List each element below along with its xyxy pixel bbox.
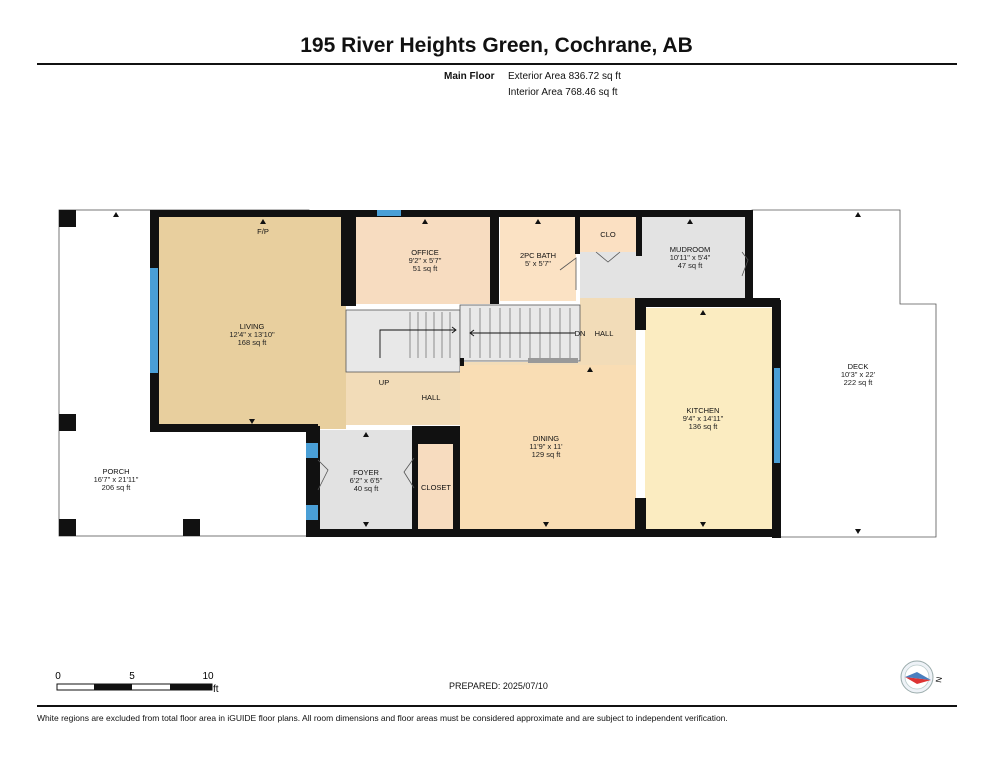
foyer-area: 40 sq ft: [354, 484, 380, 493]
kitchen-name: KITCHEN: [687, 406, 720, 415]
scale-tick-0: 0: [55, 671, 61, 682]
dining-area: 129 sq ft: [532, 450, 562, 459]
deck-dims: 10'3" x 22': [841, 370, 876, 379]
deck-name: DECK: [848, 362, 869, 371]
closet-room: [416, 443, 456, 529]
stair-arrows: [379, 326, 575, 358]
living-name: LIVING: [240, 322, 265, 331]
living-room: [158, 216, 346, 429]
hall-lower-name: HALL: [422, 393, 441, 402]
clo-room: [580, 216, 636, 252]
stairs-up-label: UP: [379, 378, 389, 387]
clo-name: CLO: [600, 230, 616, 239]
bath-dims: 5' x 5'7": [525, 259, 551, 268]
mudroom-area: 47 sq ft: [678, 261, 704, 270]
deck-area: 222 sq ft: [844, 378, 874, 387]
prepared-date: PREPARED: 2025/07/10: [449, 681, 548, 691]
bath-room: [500, 216, 576, 301]
foyer-room: [318, 430, 414, 529]
interior-area: Interior Area 768.46 sq ft: [508, 87, 618, 98]
footer-disclaimer: White regions are excluded from total fl…: [37, 713, 728, 723]
stairs-down-label: DN: [575, 329, 586, 338]
bath-name: 2PC BATH: [520, 251, 556, 260]
page-title: 195 River Heights Green, Cochrane, AB: [300, 34, 693, 57]
header-rule: [37, 63, 957, 65]
living-area: 168 sq ft: [238, 338, 268, 347]
porch-posts: [59, 210, 200, 536]
compass-letter: N: [934, 676, 944, 683]
fp-label: F/P: [257, 227, 269, 236]
porch-area: 206 sq ft: [102, 483, 132, 492]
exterior-area: Exterior Area 836.72 sq ft: [508, 71, 621, 82]
scale-unit: ft: [213, 684, 219, 695]
mudroom-room: [580, 216, 748, 298]
footer-rule: [37, 705, 957, 707]
office-room: [356, 216, 494, 304]
dining-dims: 11'9" x 11': [529, 442, 563, 451]
mudroom-dims: 10'11" x 5'4": [670, 253, 711, 262]
mudroom-name: MUDROOM: [670, 245, 710, 254]
foyer-dims: 6'2" x 6'5": [350, 476, 383, 485]
office-area: 51 sq ft: [413, 264, 439, 273]
porch-dims: 16'7" x 21'11": [94, 475, 139, 484]
kitchen-dims: 9'4" x 14'11": [683, 414, 724, 423]
scale-bar: 0 5 10 ft: [55, 671, 219, 695]
dining-name: DINING: [533, 434, 559, 443]
hall-upper-area: [580, 298, 636, 366]
kitchen-room: [645, 308, 775, 529]
stairs-left: [345, 309, 461, 373]
compass-icon: N: [900, 660, 944, 694]
dining-room: [460, 365, 636, 529]
kitchen-area: 136 sq ft: [689, 422, 719, 431]
office-dims: 9'2" x 5'7": [409, 256, 442, 265]
porch-name: PORCH: [102, 467, 129, 476]
floor-label: Main Floor: [444, 71, 495, 82]
stair-landing-rail: [528, 358, 578, 363]
scale-tick-10: 10: [202, 671, 214, 682]
scale-tick-5: 5: [129, 671, 135, 682]
doors: [317, 251, 749, 491]
foyer-name: FOYER: [353, 468, 379, 477]
windows: [150, 210, 780, 520]
office-name: OFFICE: [411, 248, 439, 257]
hall-upper-name: HALL: [595, 329, 614, 338]
dimension-arrows: [113, 212, 861, 534]
living-dims: 12'4" x 13'10": [229, 330, 275, 339]
room-labels: F/P LIVING 12'4" x 13'10" 168 sq ft OFFI…: [94, 227, 876, 493]
closet-name: CLOSET: [421, 483, 451, 492]
